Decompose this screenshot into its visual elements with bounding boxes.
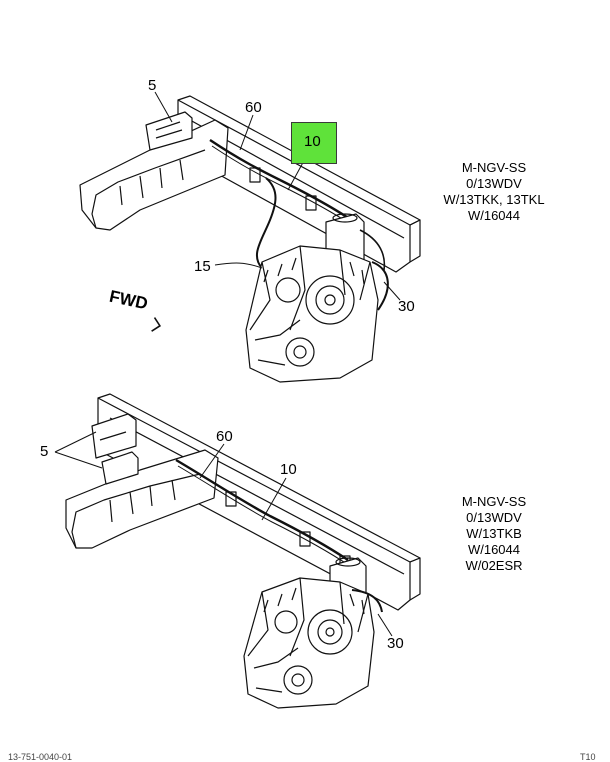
bottom-callout-30[interactable]: 30 — [387, 635, 404, 652]
bottom-leader-lines — [54, 431, 393, 637]
top-note-line-2: 0/13WDV — [466, 176, 522, 191]
bottom-callout-5[interactable]: 5 — [40, 443, 49, 460]
top-callout-10[interactable]: 10 — [304, 133, 321, 150]
top-assembly-illustration — [79, 95, 421, 383]
top-callout-60[interactable]: 60 — [245, 99, 262, 116]
top-callout-5[interactable]: 5 — [148, 77, 157, 94]
bottom-note-line-4: W/16044 — [467, 542, 521, 557]
bottom-assembly-illustration — [65, 393, 421, 709]
bottom-note-line-1: M-NGV-SS — [461, 494, 527, 509]
bottom-note-line-5: W/02ESR — [465, 558, 523, 573]
bottom-callout-10[interactable]: 10 — [280, 461, 297, 478]
top-callout-30[interactable]: 30 — [398, 298, 415, 315]
bottom-applicability-note: M-NGV-SS 0/13WDV W/13TKB W/16044 W/02ESR — [448, 494, 540, 574]
highlight-callout-10 — [291, 122, 337, 164]
fwd-label: FWD — [108, 287, 150, 314]
top-note-line-1: M-NGV-SS — [461, 160, 527, 175]
top-callout-15[interactable]: 15 — [194, 258, 211, 275]
top-note-line-4: W/16044 — [467, 208, 521, 223]
bottom-callout-60[interactable]: 60 — [216, 428, 233, 445]
fwd-direction-arrow: FWD — [108, 287, 162, 332]
top-note-line-3: W/13TKK, 13TKL — [443, 192, 545, 207]
bottom-note-line-3: W/13TKB — [466, 526, 522, 541]
top-applicability-note: M-NGV-SS 0/13WDV W/13TKK, 13TKL W/16044 — [438, 160, 550, 224]
bottom-note-line-2: 0/13WDV — [466, 510, 522, 525]
footer-drawing-number: 13-751-0040-01 — [8, 752, 73, 762]
footer-sheet-ref: T10 — [580, 752, 596, 762]
